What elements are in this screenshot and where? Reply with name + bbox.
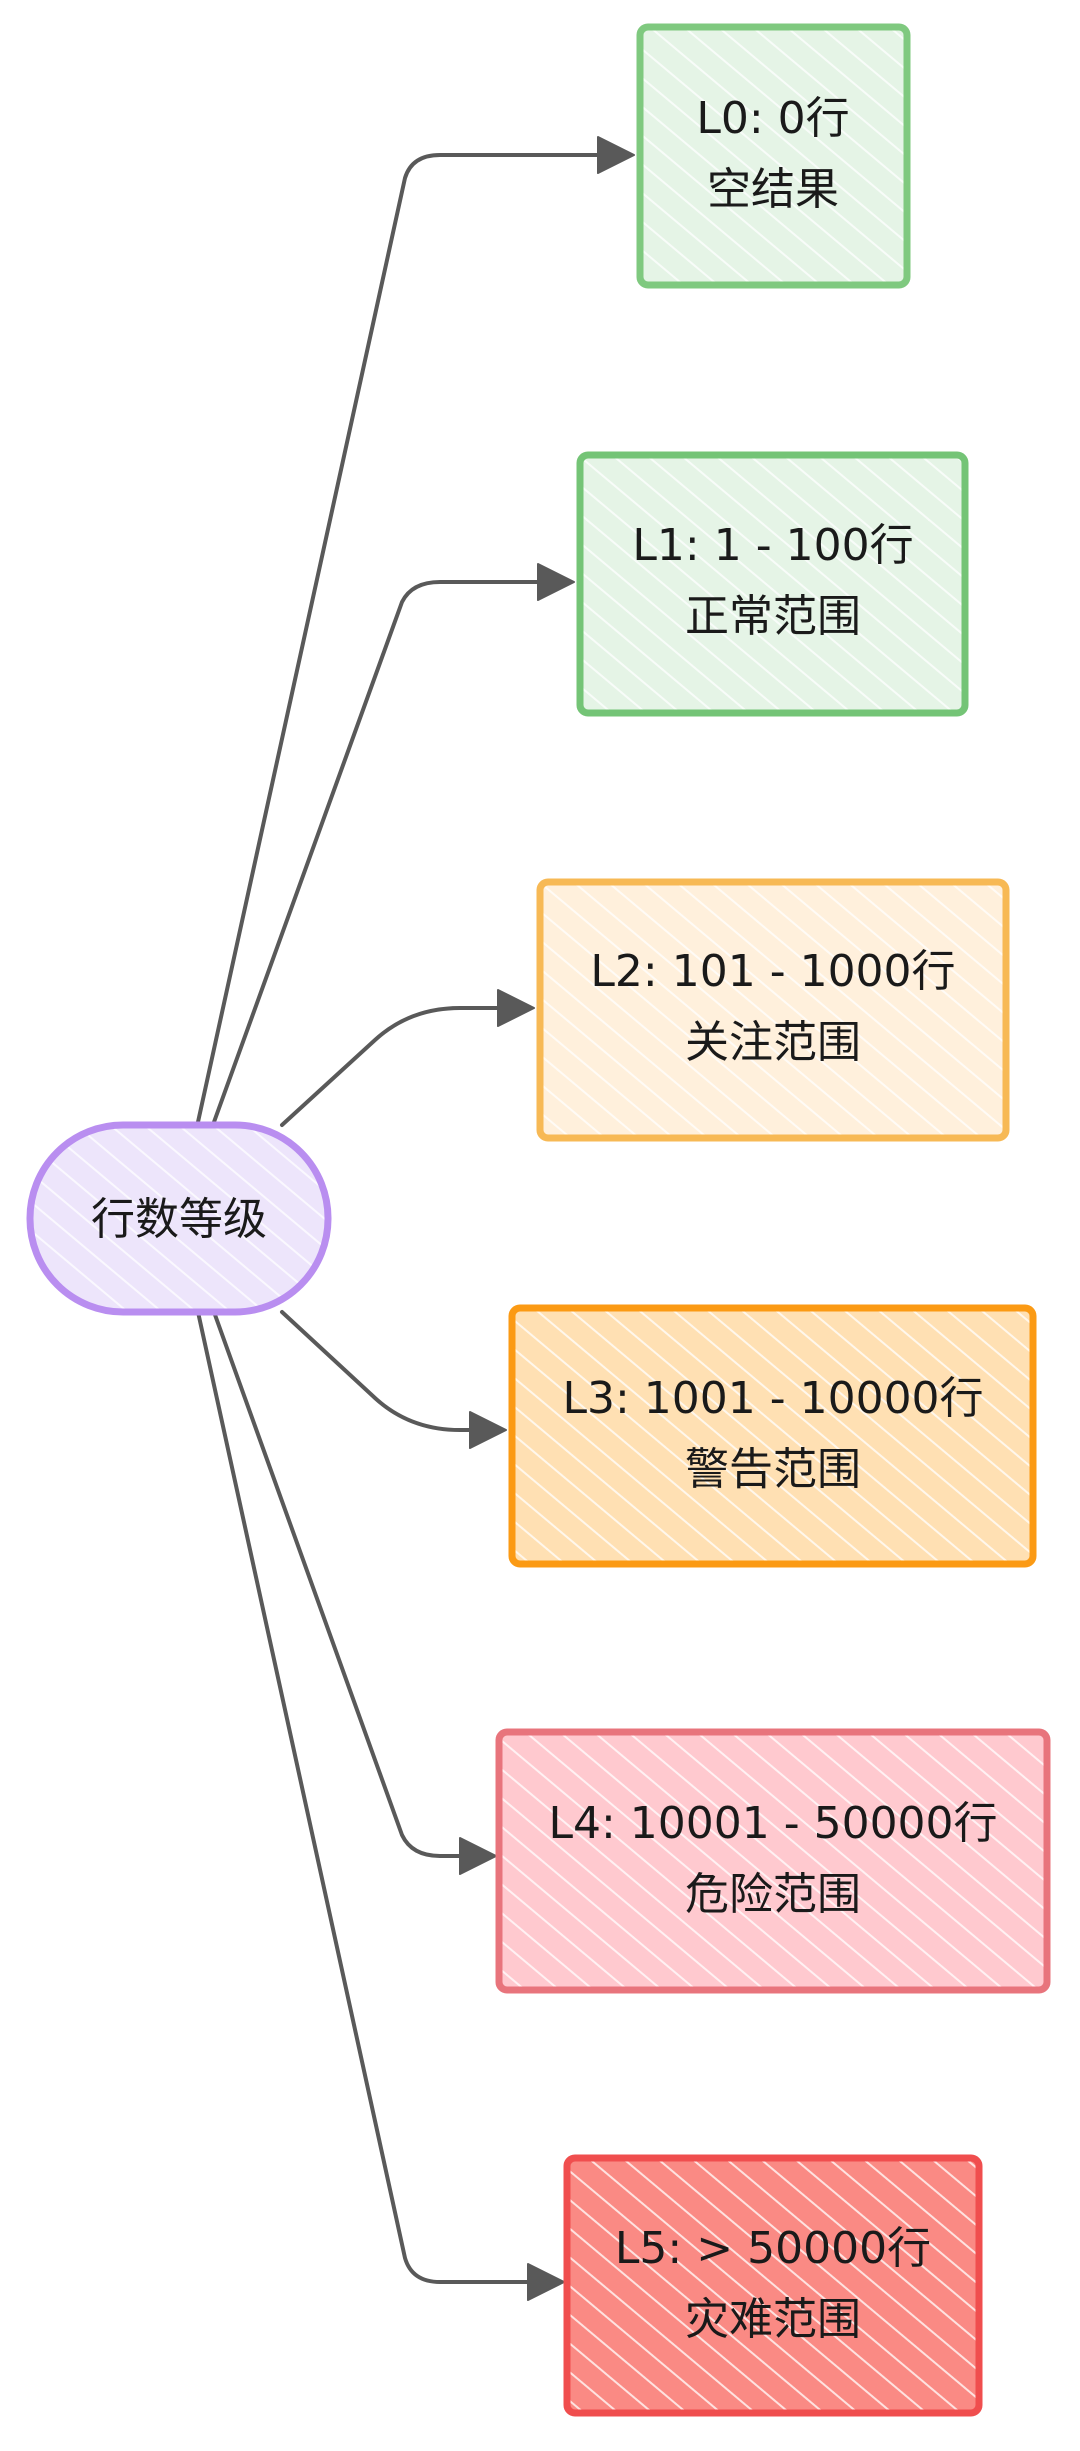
center-node-label: 行数等级 [91, 1194, 267, 1245]
level-box-l2[interactable]: L2: 101 - 1000行 关注范围 [536, 878, 1010, 1142]
level-box-l3-border [508, 1304, 1037, 1568]
level-box-l0[interactable]: L0: 0行 空结果 [636, 23, 911, 289]
edges [196, 136, 635, 2301]
level-box-l5[interactable]: L5: > 50000行 灾难范围 [563, 2154, 983, 2417]
level-box-l2-hatch [540, 882, 1006, 1138]
level-box-l3-range: L3: 1001 - 10000行 [562, 1373, 983, 1424]
center-node[interactable]: 行数等级 [26, 1121, 332, 1316]
level-box-l1-label: 正常范围 [685, 591, 861, 642]
level-box-l0-hatch [640, 27, 907, 285]
level-box-l1[interactable]: L1: 1 - 100行 正常范围 [576, 451, 969, 717]
level-box-l3[interactable]: L3: 1001 - 10000行 警告范围 [508, 1304, 1037, 1568]
level-box-l4-hatch [499, 1732, 1047, 1990]
arrowhead-l4 [459, 1837, 497, 1875]
level-box-l3-hatch [512, 1308, 1033, 1564]
level-box-l0-range: L0: 0行 [696, 93, 849, 144]
arrowhead-l0 [597, 136, 635, 174]
arrowhead-l1 [537, 563, 575, 601]
level-box-l5-label: 灾难范围 [685, 2294, 861, 2345]
arrowhead-l5 [527, 2263, 565, 2301]
level-box-l5-border [563, 2154, 983, 2417]
edge-to-l3 [280, 1310, 472, 1432]
level-box-l1-range: L1: 1 - 100行 [632, 520, 913, 571]
edge-to-l2 [280, 1006, 502, 1127]
level-box-l1-border [576, 451, 969, 717]
level-box-l2-label: 关注范围 [685, 1017, 861, 1068]
level-box-l2-border [536, 878, 1010, 1142]
level-box-l5-range: L5: > 50000行 [615, 2223, 931, 2274]
level-box-l1-hatch [580, 455, 965, 713]
level-box-l4-label: 危险范围 [685, 1869, 861, 1920]
level-box-l5-hatch [567, 2158, 979, 2413]
level-box-l0-label: 空结果 [707, 164, 839, 215]
level-box-l0-border [636, 23, 911, 289]
level-box-l4-border [495, 1728, 1051, 1994]
center-node-hatch [30, 1125, 328, 1312]
edge-to-l5 [196, 1310, 532, 2284]
level-box-l3-label: 警告范围 [685, 1444, 861, 1495]
edge-to-l1 [212, 580, 542, 1124]
edge-to-l4 [212, 1310, 462, 1858]
level-box-l4-range: L4: 10001 - 50000行 [548, 1798, 997, 1849]
arrowhead-l3 [469, 1411, 507, 1449]
arrowhead-l2 [497, 989, 535, 1027]
center-node-border [26, 1121, 332, 1316]
edge-to-l0 [196, 153, 602, 1124]
level-box-l4[interactable]: L4: 10001 - 50000行 危险范围 [495, 1728, 1051, 1994]
level-box-l2-range: L2: 101 - 1000行 [590, 946, 955, 997]
